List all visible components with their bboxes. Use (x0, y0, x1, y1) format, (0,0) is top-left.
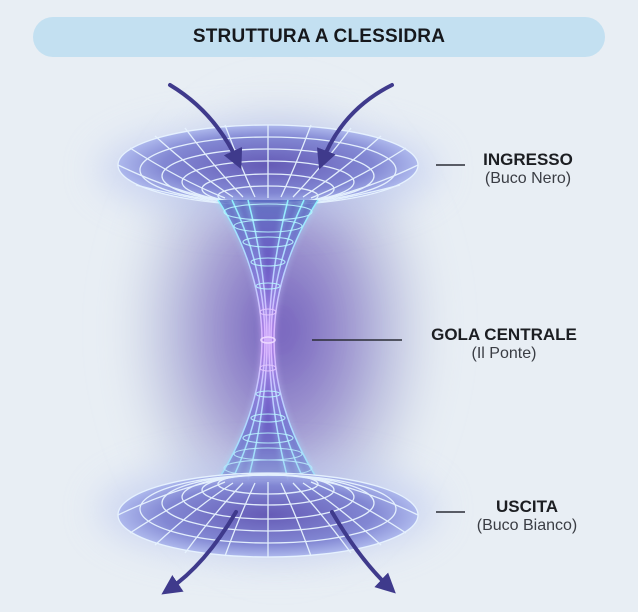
entrance-funnel (98, 122, 438, 218)
label-exit-main: USCITA (495, 497, 558, 516)
arrow-in-right-icon (316, 83, 394, 170)
label-throat: GOLA CENTRALE (Il Ponte) (404, 325, 604, 363)
title-bar: STRUTTURA A CLESSIDRA (33, 17, 605, 57)
label-exit: USCITA (Buco Bianco) (462, 497, 592, 535)
label-entrance: INGRESSO (Buco Nero) (468, 150, 588, 188)
label-throat-main: GOLA CENTRALE (431, 325, 577, 344)
label-throat-sub: (Il Ponte) (471, 344, 537, 362)
diagram-title: STRUTTURA A CLESSIDRA (192, 26, 446, 47)
label-entrance-sub: (Buco Nero) (484, 169, 572, 187)
label-entrance-main: INGRESSO (483, 150, 573, 169)
arrow-out-right-icon (330, 510, 396, 594)
inflow-arrows (168, 83, 394, 170)
exit-funnel (98, 460, 438, 560)
label-exit-sub: (Buco Bianco) (476, 516, 578, 534)
arrow-out-left-icon (161, 510, 238, 595)
arrow-in-left-icon (168, 83, 243, 170)
leader-lines (312, 164, 465, 513)
outflow-arrows (161, 510, 396, 595)
